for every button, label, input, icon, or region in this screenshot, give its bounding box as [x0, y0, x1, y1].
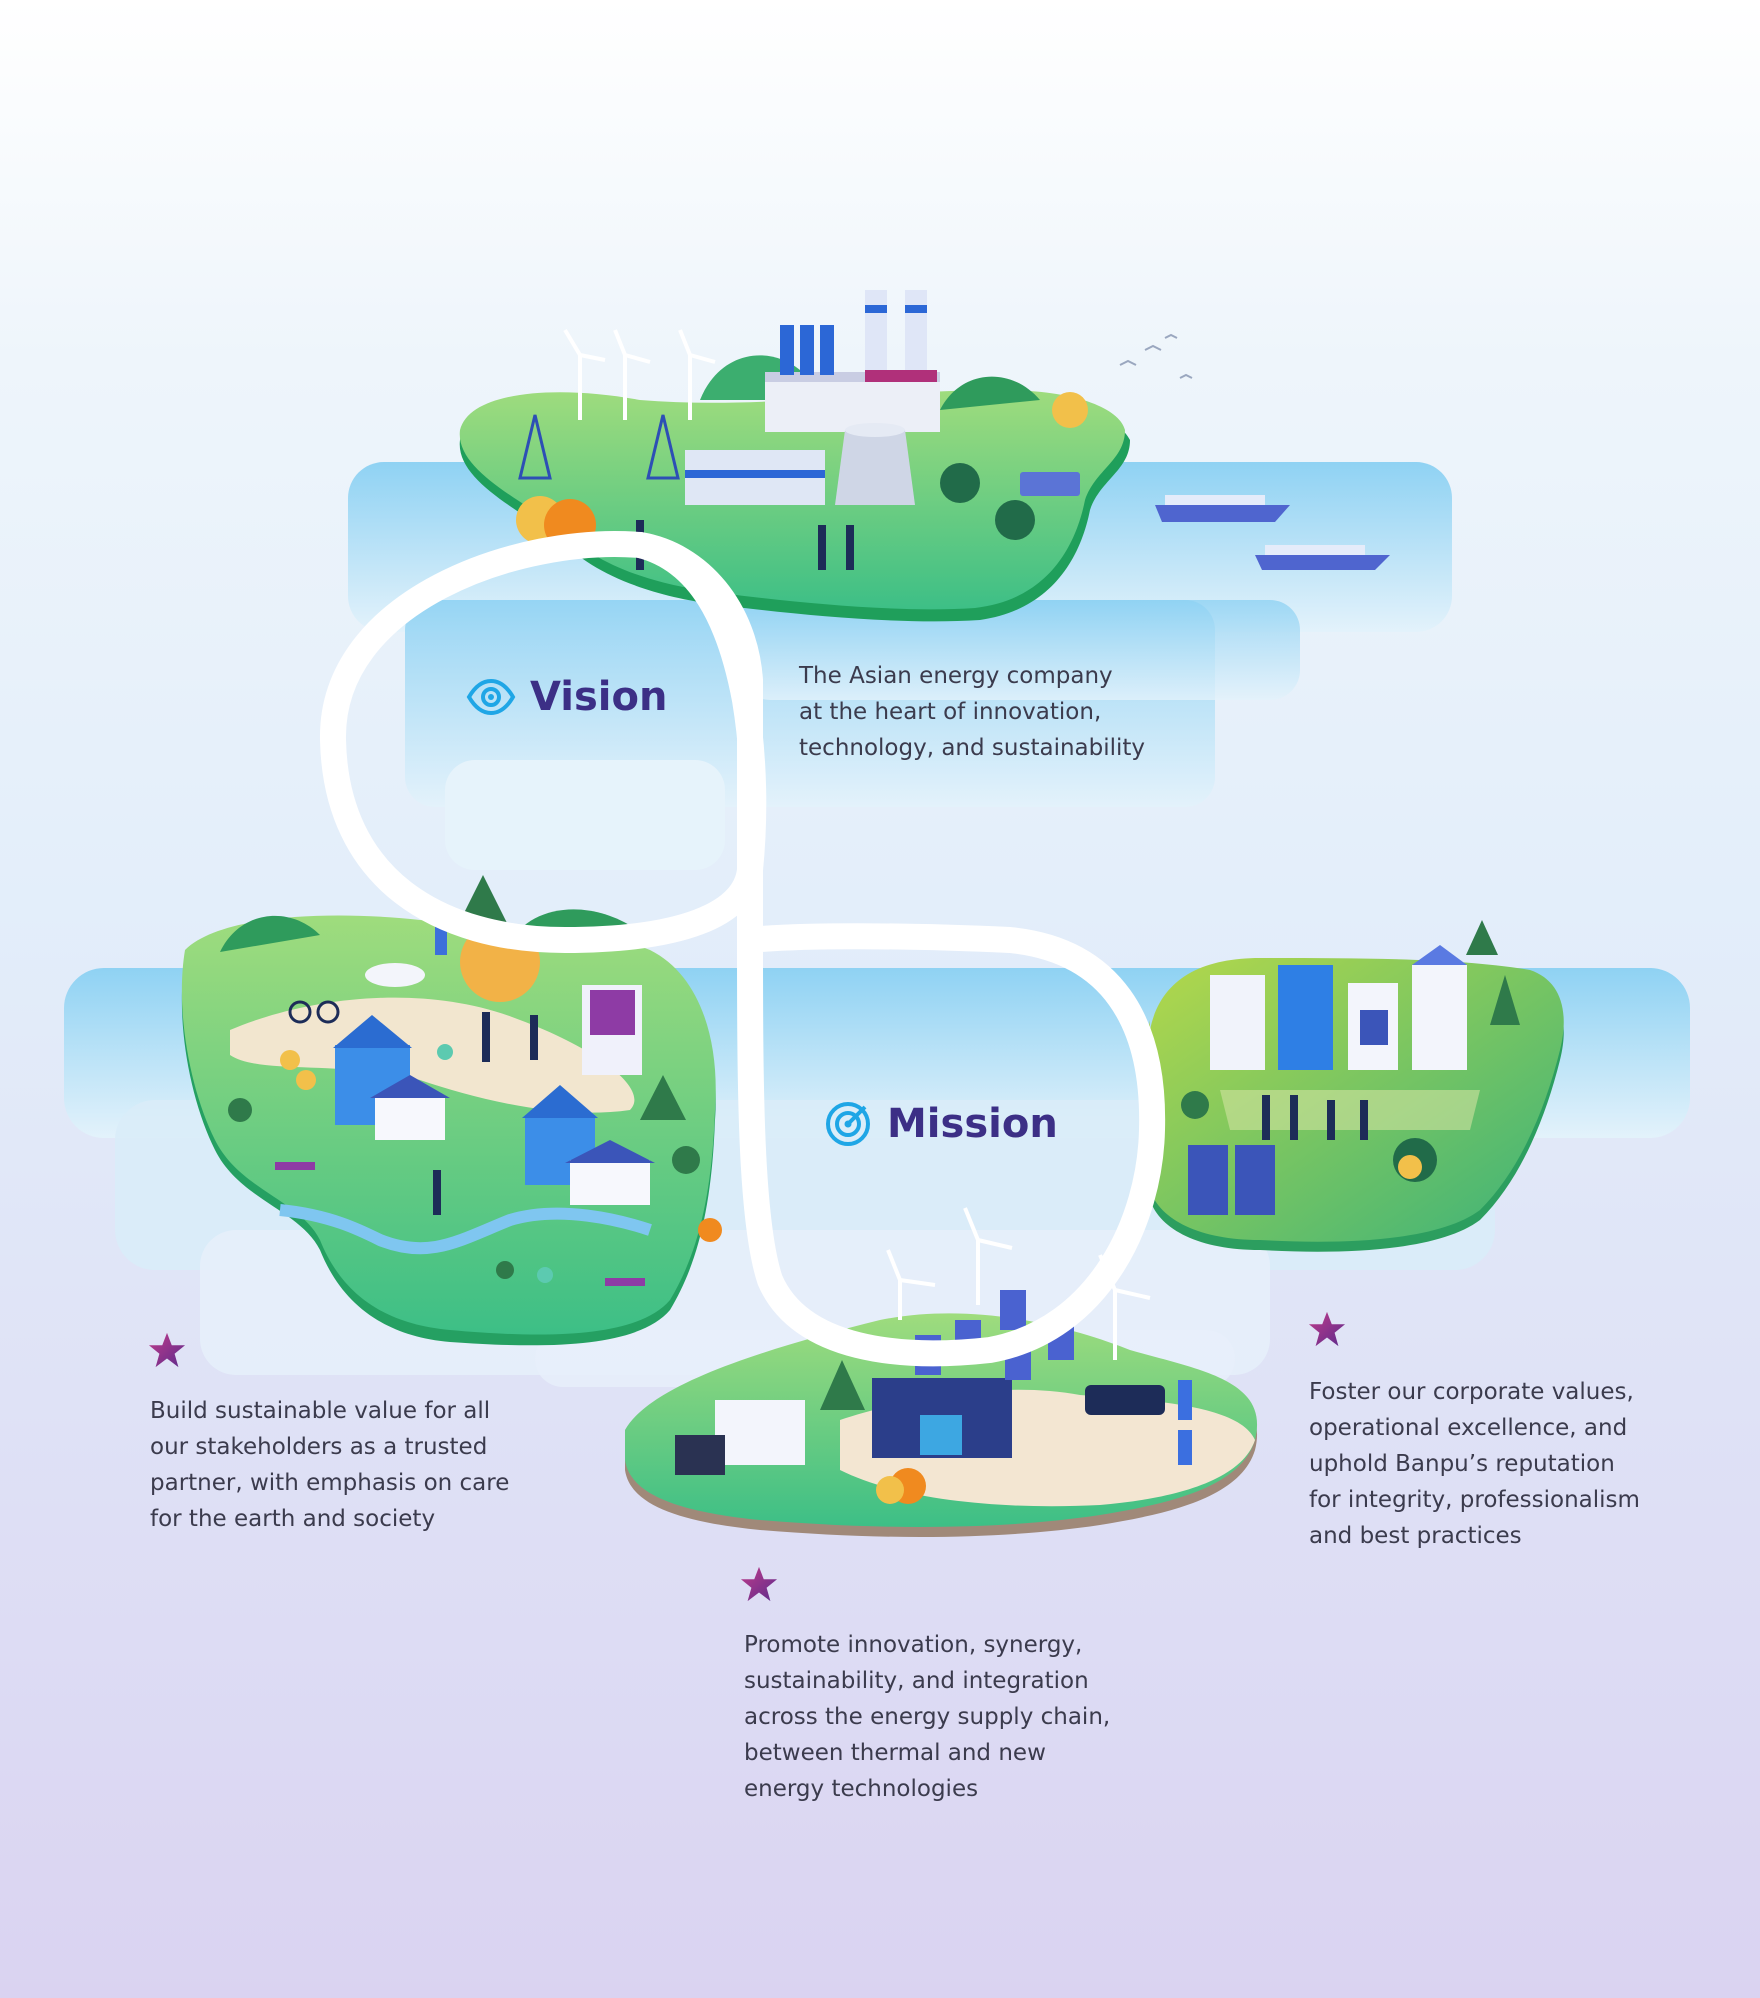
- solar-campus-island: [1142, 920, 1564, 1252]
- mission-item-3: Foster our corporate values, operational…: [1309, 1379, 1640, 1549]
- mission-item-2: Promote innovation, synergy, sustainabil…: [744, 1632, 1111, 1802]
- target-icon: [826, 1102, 870, 1146]
- birds: [1119, 333, 1193, 379]
- mission-heading: Mission: [823, 1099, 1058, 1149]
- mission-item-1: Build sustainable value for all our stak…: [150, 1398, 510, 1532]
- eye-icon: [466, 678, 516, 716]
- star-icon: [148, 1332, 186, 1368]
- mission-title: Mission: [887, 1101, 1058, 1147]
- vision-title: Vision: [530, 674, 668, 720]
- star-icon: [1308, 1311, 1346, 1347]
- star-icon: [740, 1566, 778, 1602]
- vision-heading: Vision: [466, 672, 667, 722]
- community-island: [181, 875, 722, 1346]
- cargo-ships: [1155, 495, 1390, 570]
- journey-loop-path: [319, 531, 1166, 1367]
- vision-statement: The Asian energy company at the heart of…: [799, 663, 1146, 761]
- ev-charging-island: [625, 1207, 1258, 1537]
